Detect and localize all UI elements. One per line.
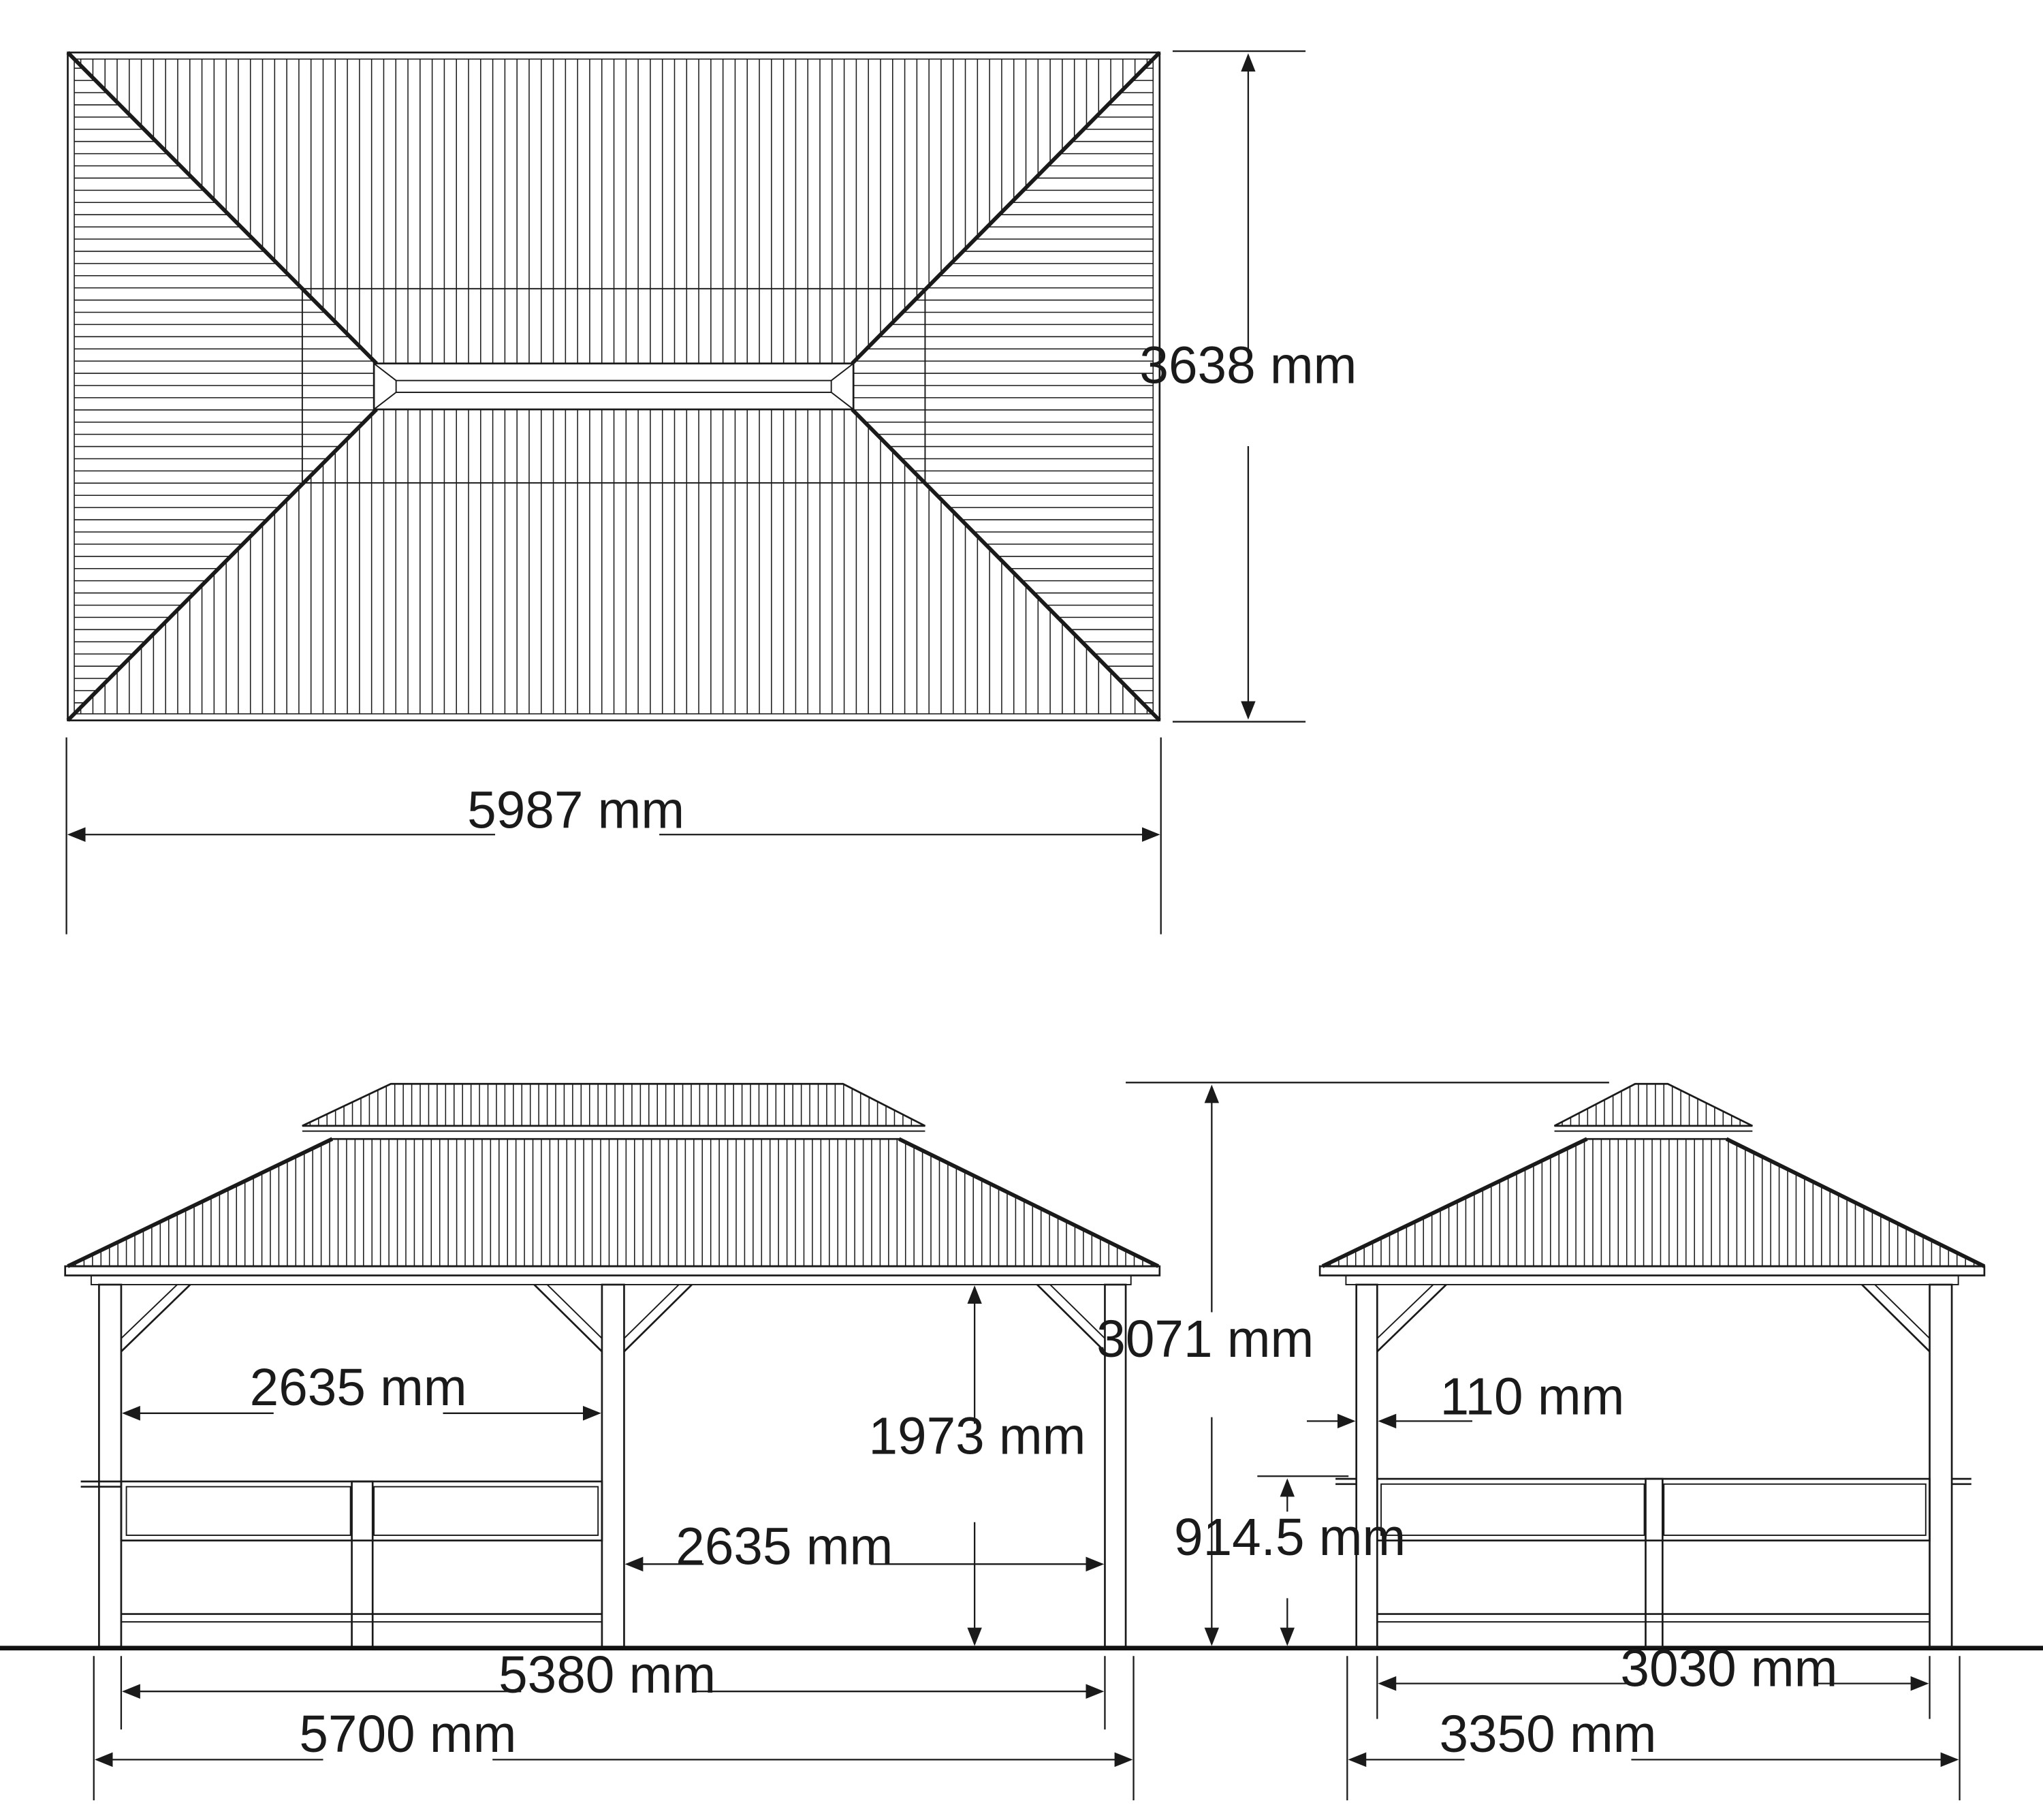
front-elevation: [64, 1082, 1161, 1648]
side-counter-height-label: 914.5 mm: [1174, 1508, 1406, 1567]
side-overall-width-dimension: [1346, 1656, 1961, 1801]
side-overall-width-label: 3350 mm: [1439, 1705, 1656, 1763]
top-depth-dimension: [1172, 50, 1306, 723]
front-bay-left-label: 2635 mm: [250, 1358, 467, 1417]
top-width-label: 5987 mm: [467, 781, 684, 839]
side-elevation: [1318, 1082, 1986, 1648]
side-post-width-label: 110 mm: [1440, 1367, 1625, 1426]
top-view-roof: [66, 51, 1161, 722]
front-clear-height-label: 1973 mm: [868, 1407, 1086, 1465]
front-overall-width-label: 5700 mm: [299, 1705, 516, 1763]
front-total-height-dimension: [1126, 1082, 1609, 1646]
side-counter-height-dimension: [1257, 1475, 1349, 1646]
top-depth-label: 3638 mm: [1139, 336, 1357, 394]
front-post-span-label: 5380 mm: [498, 1646, 716, 1704]
top-width-dimension: [65, 737, 1162, 935]
front-bay-right-label: 2635 mm: [676, 1517, 893, 1575]
front-total-height-label: 3071 mm: [1096, 1310, 1314, 1368]
side-post-span-label: 3030 mm: [1620, 1639, 1837, 1697]
front-overall-width-dimension: [93, 1656, 1135, 1801]
side-post-span-dimension: [1376, 1656, 1931, 1719]
front-post-span-dimension: [120, 1656, 1106, 1730]
